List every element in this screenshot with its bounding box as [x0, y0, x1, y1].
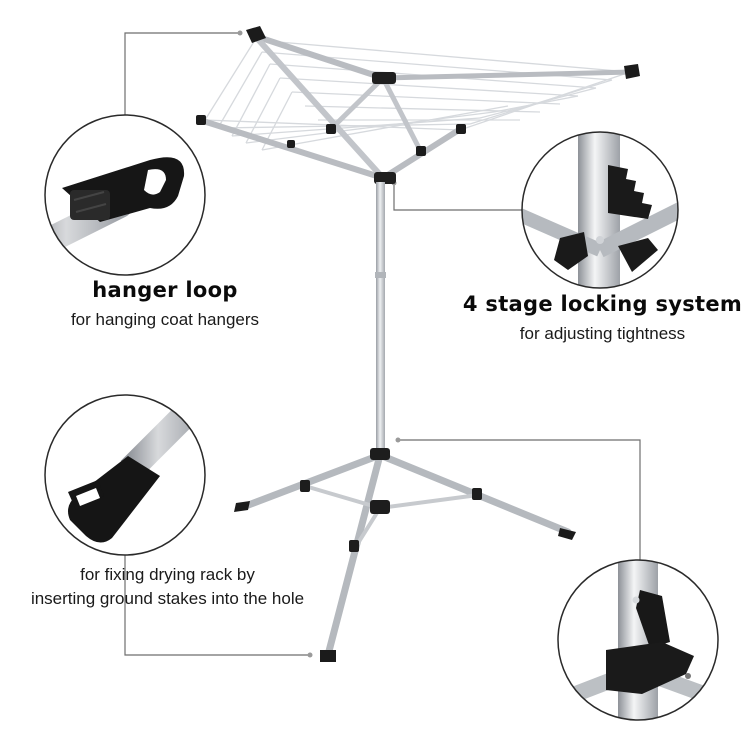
- callout-hanger-loop-subtitle: for hanging coat hangers: [70, 310, 260, 329]
- detail-stake-hole: [44, 394, 206, 556]
- callout-hanger-loop: hanger loop for hanging coat hangers: [40, 278, 290, 330]
- detail-locking-system: [521, 131, 679, 289]
- callout-locking-system-title: 4 stage locking system: [462, 292, 743, 316]
- detail-foot-joint: [557, 559, 719, 721]
- detail-hanger-loop: [44, 114, 206, 276]
- callout-ground-stakes-line1: for fixing drying rack by: [80, 565, 255, 584]
- clothesline-head: [196, 26, 640, 184]
- washing-lines: [204, 39, 631, 151]
- leader-stakes: [124, 555, 310, 656]
- callout-hanger-loop-title: hanger loop: [92, 278, 238, 302]
- callout-ground-stakes-line2: inserting ground stakes into the hole: [30, 589, 305, 608]
- tripod-base: [234, 448, 576, 662]
- callout-locking-system: 4 stage locking system for adjusting tig…: [455, 292, 750, 344]
- leader-lock: [393, 183, 522, 211]
- leader-foot: [398, 439, 641, 560]
- leader-hanger: [124, 32, 240, 115]
- leader-lines: [124, 32, 641, 656]
- callout-ground-stakes: for fixing drying rack by inserting grou…: [0, 563, 335, 611]
- center-pole: [375, 182, 386, 457]
- callout-locking-system-subtitle: for adjusting tightness: [519, 324, 686, 343]
